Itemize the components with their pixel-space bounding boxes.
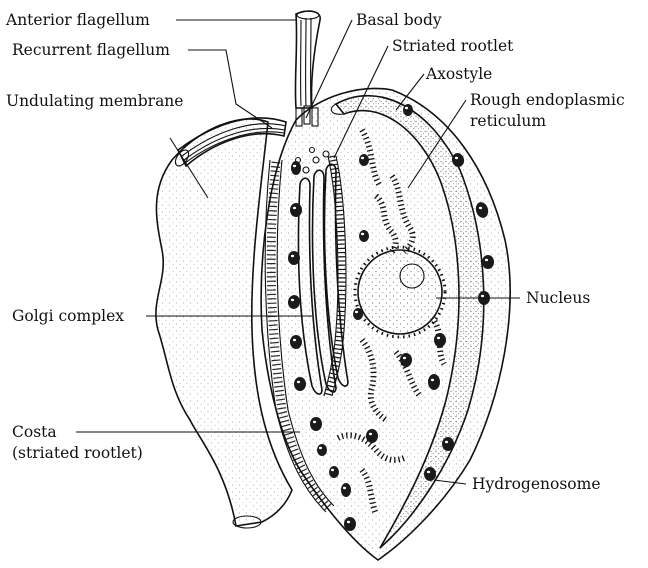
label-hydrogenosome: Hydrogenosome	[472, 475, 601, 493]
label-rough-er-line1: Rough endoplasmic	[470, 91, 625, 109]
hydrogenosome-highlight	[313, 421, 316, 423]
label-nucleus: Nucleus	[526, 289, 590, 307]
hydrogenosome-highlight	[291, 299, 294, 301]
hydrogenosome-highlight	[369, 433, 372, 435]
hydrogenosome-granule	[310, 417, 322, 431]
label-striated-rootlet: Striated rootlet	[392, 37, 514, 55]
hydrogenosome-granule	[428, 374, 440, 390]
hydrogenosome-highlight	[297, 381, 300, 383]
hydrogenosome-granule	[366, 429, 378, 443]
hydrogenosome-highlight	[445, 441, 448, 443]
hydrogenosome-highlight	[291, 255, 294, 257]
hydrogenosome-highlight	[361, 157, 364, 159]
hydrogenosome-granule	[294, 377, 306, 391]
hydrogenosome-highlight	[455, 157, 458, 159]
hydrogenosome-granule	[359, 230, 369, 242]
hydrogenosome-granule	[344, 517, 356, 531]
hydrogenosome-highlight	[361, 233, 364, 235]
label-recurrent-flagellum: Recurrent flagellum	[12, 41, 170, 59]
hydrogenosome-granule	[288, 251, 300, 265]
hydrogenosome-granule	[359, 154, 369, 166]
hydrogenosome-granule	[442, 437, 454, 451]
anterior-flagellum	[295, 11, 320, 108]
hydrogenosome-granule	[353, 308, 363, 320]
hydrogenosome-highlight	[343, 487, 346, 489]
hydrogenosome-highlight	[347, 521, 350, 523]
hydrogenosome-highlight	[427, 471, 430, 473]
hydrogenosome-granule	[434, 333, 446, 347]
hydrogenosome-highlight	[355, 311, 358, 313]
hydrogenosome-highlight	[403, 357, 406, 359]
hydrogenosome-granule	[329, 466, 339, 478]
hydrogenosome-highlight	[431, 379, 434, 381]
hydrogenosome-granule	[291, 161, 301, 175]
label-undulating-membrane: Undulating membrane	[6, 92, 183, 110]
hydrogenosome-granule	[341, 483, 351, 497]
hydrogenosome-highlight	[319, 447, 322, 449]
hydrogenosome-highlight	[485, 259, 488, 261]
label-anterior-flagellum: Anterior flagellum	[5, 11, 150, 29]
hydrogenosome-granule	[290, 335, 302, 349]
label-basal-body: Basal body	[356, 11, 442, 29]
hydrogenosome-granule	[424, 467, 436, 481]
hydrogenosome-highlight	[437, 337, 440, 339]
hydrogenosome-granule	[317, 444, 327, 456]
hydrogenosome-granule	[400, 353, 412, 367]
label-costa-line1: Costa	[12, 423, 57, 441]
hydrogenosome-granule	[403, 104, 413, 116]
hydrogenosome-highlight	[405, 107, 408, 109]
hydrogenosome-granule	[290, 203, 302, 217]
hydrogenosome-highlight	[331, 469, 334, 471]
hydrogenosome-granule	[482, 255, 494, 269]
hydrogenosome-highlight	[481, 295, 484, 297]
hydrogenosome-highlight	[293, 207, 296, 209]
label-rough-er-line2: reticulum	[470, 112, 546, 130]
label-golgi-complex: Golgi complex	[12, 307, 124, 325]
hydrogenosome-highlight	[293, 165, 296, 167]
hydrogenosome-highlight	[479, 207, 482, 209]
hydrogenosome-highlight	[293, 339, 296, 341]
label-axostyle: Axostyle	[425, 65, 492, 83]
label-costa-line2: (striated rootlet)	[12, 444, 143, 462]
